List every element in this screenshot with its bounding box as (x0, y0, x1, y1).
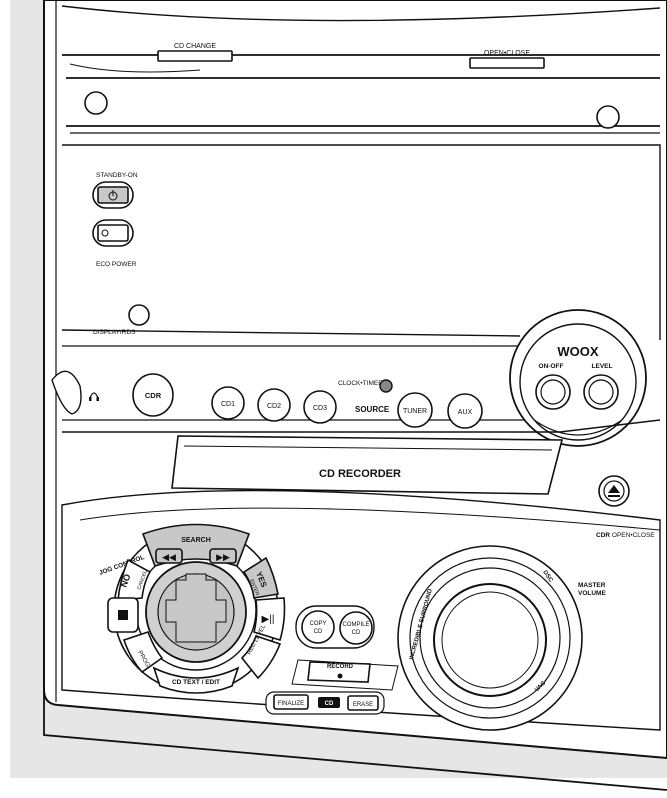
fast-forward-button[interactable] (209, 548, 237, 564)
erase-button[interactable] (347, 695, 379, 711)
finalize-label: FINALIZE (278, 701, 304, 707)
woox-level-label: LEVEL (592, 363, 613, 370)
source-button-label: AUX (458, 409, 473, 416)
prog-button[interactable] (122, 630, 164, 674)
play-pause-icon: ▶|| (262, 614, 275, 625)
stop-icon (118, 610, 128, 620)
clock-timer-label: CLOCK•TIMER (338, 380, 383, 387)
source-button-label: CD1 (221, 401, 235, 408)
source-button-cd2[interactable] (257, 388, 291, 422)
play-pause-button[interactable] (253, 597, 286, 642)
cd-badge (318, 697, 340, 708)
woox-on-off-label: ON-OFF (539, 363, 564, 370)
eco-power-button[interactable] (97, 224, 129, 242)
power-icon (108, 190, 118, 201)
source-button-label: TUNER (403, 408, 427, 415)
clock-timer-button[interactable] (379, 379, 393, 393)
cdr-open-close-label: CDR OPEN•CLOSE (596, 532, 655, 539)
cd-text-edit-label: CD TEXT / EDIT (172, 679, 220, 686)
eco-power-label: ECO POWER (96, 261, 137, 268)
copy-cd-button[interactable] (301, 610, 335, 644)
cd-change-button[interactable] (157, 50, 233, 62)
source-button-aux[interactable] (447, 393, 483, 429)
yes-enter-button[interactable] (242, 556, 279, 599)
erase-label: ERASE (353, 702, 373, 708)
cd-text-edit-button[interactable] (152, 666, 240, 694)
source-button-tuner[interactable] (397, 392, 433, 428)
compile-cd-button[interactable] (339, 611, 373, 645)
source-button-label: CD3 (313, 405, 327, 412)
rec-level-button[interactable] (240, 634, 282, 680)
cd-recorder-tray (171, 435, 564, 495)
no-label: NO (118, 573, 132, 589)
fast-forward-icon: ▶▶ (216, 552, 230, 562)
cd-badge-label: CD (325, 701, 334, 707)
eject-icon (608, 485, 620, 497)
source-button-label: CDR (145, 391, 162, 400)
master-volume-knob[interactable] (433, 583, 547, 697)
cd-change-label: CD CHANGE (174, 43, 216, 50)
open-close-label: OPEN•CLOSE (484, 50, 530, 57)
record-icon (337, 673, 343, 679)
woox-title: WOOX (557, 344, 598, 359)
headphone-icon (89, 392, 99, 401)
compile-cd-label: COMPILE (342, 622, 369, 628)
display-rds-label: DISPLAY/RDS (93, 329, 136, 336)
rewind-button[interactable] (155, 548, 183, 564)
standby-on-label: STANDBY-ON (96, 172, 138, 179)
copy-cd-label: CD (314, 629, 323, 635)
master-volume-label: VOLUME (578, 590, 606, 597)
source-button-cd3[interactable] (303, 390, 337, 424)
source-button-cd1[interactable] (211, 386, 245, 420)
cd-recorder-title: CD RECORDER (319, 468, 401, 480)
woox-module (509, 309, 647, 447)
open-close-button[interactable] (469, 57, 545, 69)
lower-console (61, 489, 661, 731)
rewind-icon: ◀◀ (162, 552, 176, 562)
headphone-jack[interactable] (51, 370, 82, 415)
master-volume-label: MASTER (578, 582, 606, 589)
source-button-label: CD2 (267, 403, 281, 410)
search-label: SEARCH (181, 537, 211, 544)
compile-cd-label: CD (352, 630, 361, 636)
source-button-cdr[interactable] (132, 373, 174, 417)
record-label: RECORD (327, 664, 354, 670)
no-cancel-button[interactable] (117, 558, 152, 601)
finalize-button[interactable] (273, 694, 309, 710)
copy-cd-label: COPY (309, 621, 326, 627)
display-rds-button[interactable] (128, 304, 150, 326)
source-label: SOURCE (355, 405, 390, 414)
